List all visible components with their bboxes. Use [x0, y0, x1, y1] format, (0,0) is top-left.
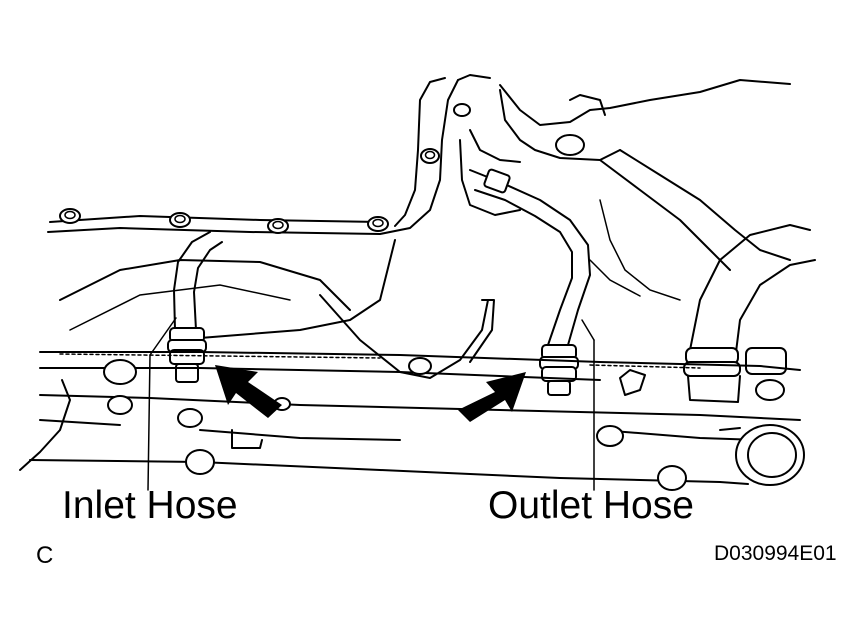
- oil-pan: [47, 74, 491, 339]
- crossmember: [19, 351, 801, 491]
- inlet-hose-label: Inlet Hose: [62, 484, 238, 527]
- outlet-hose-label: Outlet Hose: [488, 484, 694, 527]
- radiator-hose: [683, 224, 816, 403]
- outlet-arrow-icon: [458, 372, 526, 422]
- bracket: [319, 294, 495, 379]
- pan-bolts: [59, 103, 471, 234]
- pipe-end: [719, 424, 805, 486]
- inlet-arrow-icon: [215, 365, 282, 418]
- figure-code: D030994E01: [714, 542, 837, 565]
- leader-lines: [147, 317, 595, 491]
- corner-letter: C: [36, 542, 54, 569]
- transmission-housing: [459, 79, 791, 301]
- inlet-hose: [167, 231, 223, 383]
- outlet-hose: [469, 168, 591, 396]
